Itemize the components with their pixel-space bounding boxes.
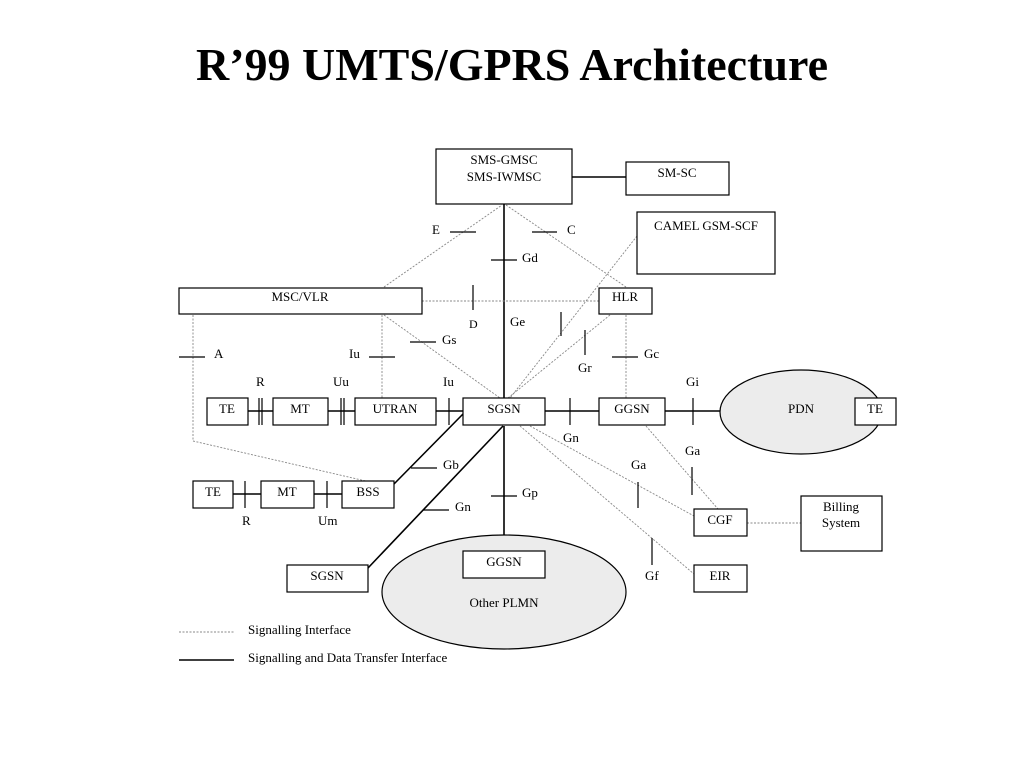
interface-label-ga-2: Ga	[631, 457, 646, 472]
node-te-pdn[interactable]: TE	[854, 397, 897, 426]
svg-text:System: System	[822, 515, 860, 530]
node-te-1[interactable]: TE	[206, 397, 249, 426]
link-sgsn-cgf	[529, 425, 695, 517]
link-mscvlr-bss-diag	[192, 440, 371, 483]
node-camel-gsm-scf[interactable]: CAMEL GSM-SCF	[636, 211, 776, 275]
svg-text:SM-SC: SM-SC	[657, 165, 696, 180]
interface-label-gn-1: Gn	[563, 430, 579, 445]
link-mscvlr-smsgmsc	[383, 204, 503, 288]
interface-label-gs: Gs	[442, 332, 456, 347]
link-sgsn-eir	[519, 425, 695, 575]
interface-label-iu-1: Iu	[349, 346, 360, 361]
link-mscvlr-sgsn	[383, 314, 501, 399]
interface-label-a: A	[214, 346, 224, 361]
svg-text:MT: MT	[290, 401, 310, 416]
interface-label-gf: Gf	[645, 568, 659, 583]
node-ggsn-2[interactable]: GGSN	[462, 550, 546, 579]
svg-text:GGSN: GGSN	[486, 554, 522, 569]
interface-label-e: E	[432, 222, 440, 237]
legend-data-label: Signalling and Data Transfer Interface	[248, 650, 448, 665]
node-hlr[interactable]: HLR	[598, 287, 653, 315]
svg-text:Billing: Billing	[823, 499, 860, 514]
node-mt-1[interactable]: MT	[272, 397, 329, 426]
interface-label-d: D	[469, 317, 478, 331]
svg-text:TE: TE	[219, 401, 235, 416]
interface-label-r-2: R	[242, 513, 251, 528]
svg-text:HLR: HLR	[612, 289, 638, 304]
node-msc-vlr[interactable]: MSC/VLR	[178, 287, 423, 315]
legend-signalling-label: Signalling Interface	[248, 622, 351, 637]
svg-text:EIR: EIR	[710, 568, 731, 583]
other-plmn-cloud	[381, 534, 627, 650]
interface-label-gp: Gp	[522, 485, 538, 500]
pdn-label: PDN	[788, 401, 815, 416]
link-sgsn-sgsn2	[367, 425, 504, 569]
node-te-2[interactable]: TE	[192, 480, 234, 509]
interface-labels: E C Gd D Ge Gs A Iu Gc Gr R Uu Iu Gi Gn …	[214, 222, 700, 583]
interface-label-ga-1: Ga	[685, 443, 700, 458]
interface-label-c: C	[567, 222, 576, 237]
interface-label-iu-2: Iu	[443, 374, 454, 389]
sms-iwmsc-label: SMS-IWMSC	[467, 169, 541, 184]
interface-label-um: Um	[318, 513, 338, 528]
interface-label-gd: Gd	[522, 250, 538, 265]
node-cgf[interactable]: CGF	[693, 508, 748, 537]
svg-text:TE: TE	[205, 484, 221, 499]
slide-title: R’99 UMTS/GPRS Architecture	[195, 39, 828, 90]
connections	[192, 176, 801, 575]
node-ggsn[interactable]: GGSN	[598, 397, 666, 426]
node-utran[interactable]: UTRAN	[354, 397, 437, 426]
node-sm-sc[interactable]: SM-SC	[625, 161, 730, 196]
other-plmn-label: Other PLMN	[470, 595, 540, 610]
svg-text:MT: MT	[277, 484, 297, 499]
interface-label-r-1: R	[256, 374, 265, 389]
sms-gmsc-label: SMS-GMSC	[470, 152, 537, 167]
link-hlr-sgsn	[507, 314, 611, 399]
link-ggsn-cgf	[645, 425, 719, 510]
svg-text:UTRAN: UTRAN	[373, 401, 418, 416]
node-bss[interactable]: BSS	[341, 480, 395, 509]
link-smsgmsc-hlr	[505, 204, 627, 288]
svg-text:MSC/VLR: MSC/VLR	[271, 289, 328, 304]
interface-label-gi: Gi	[686, 374, 699, 389]
node-sgsn-2[interactable]: SGSN	[286, 564, 369, 593]
node-eir[interactable]: EIR	[693, 564, 748, 593]
node-billing-system[interactable]: Billing System	[800, 495, 883, 552]
svg-text:CAMEL GSM-SCF: CAMEL GSM-SCF	[654, 218, 758, 233]
interface-label-gc: Gc	[644, 346, 659, 361]
interface-label-gb: Gb	[443, 457, 459, 472]
interface-label-ge: Ge	[510, 314, 525, 329]
svg-text:TE: TE	[867, 401, 883, 416]
legend: Signalling Interface Signalling and Data…	[179, 622, 448, 665]
interface-ticks	[179, 231, 694, 565]
node-sms-gmsc[interactable]: SMS-GMSC SMS-IWMSC	[435, 148, 573, 205]
interface-label-uu: Uu	[333, 374, 349, 389]
interface-label-gn-2: Gn	[455, 499, 471, 514]
svg-text:BSS: BSS	[356, 484, 379, 499]
interface-label-gr: Gr	[578, 360, 592, 375]
svg-text:SGSN: SGSN	[310, 568, 344, 583]
svg-text:CGF: CGF	[707, 512, 732, 527]
svg-text:GGSN: GGSN	[614, 401, 650, 416]
node-mt-2[interactable]: MT	[260, 480, 315, 509]
node-sgsn[interactable]: SGSN	[462, 397, 546, 426]
link-bss-sgsn	[393, 413, 464, 485]
link-camel-sgsn	[509, 235, 638, 399]
svg-text:SGSN: SGSN	[487, 401, 521, 416]
